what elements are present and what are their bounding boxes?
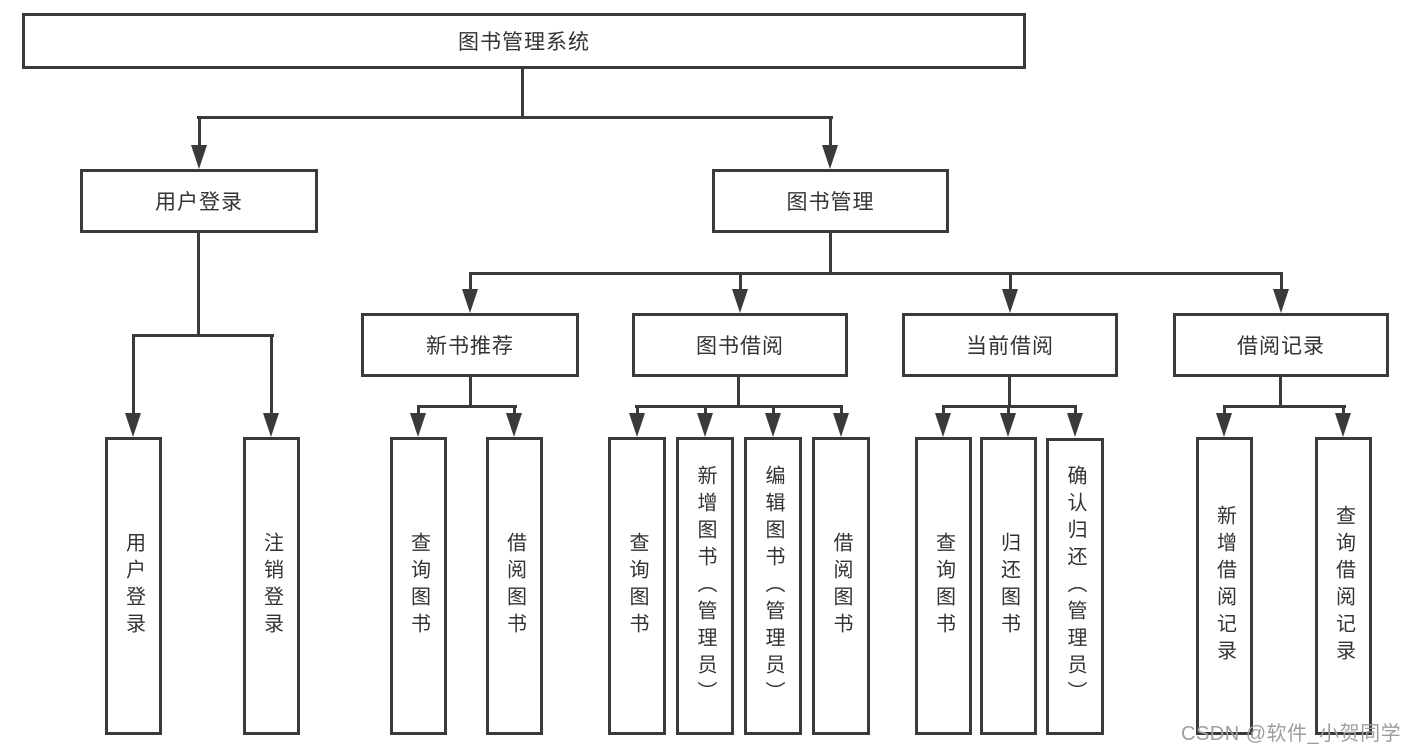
arrow-down-icon: [833, 413, 849, 437]
node-user-login-action: 用户登录: [105, 437, 162, 735]
arrow-down-icon: [935, 413, 951, 437]
node-new-book-recommend: 新书推荐: [361, 313, 579, 377]
node-label: 图书管理系统: [458, 31, 590, 54]
arrow-down-icon: [506, 413, 522, 437]
connector-user-login-stem: [197, 231, 200, 335]
node-borrow-books: 借阅图书: [486, 437, 543, 735]
connector-new-book-stem: [469, 376, 472, 408]
node-label: 确认归还（管理员）: [1064, 465, 1086, 708]
connector-root-stem: [521, 68, 524, 117]
node-book-management: 图书管理: [712, 169, 949, 233]
node-add-borrow-record: 新增借阅记录: [1196, 437, 1253, 735]
arrow-down-icon: [1273, 289, 1289, 313]
node-label: 用户登录: [155, 191, 243, 214]
node-query-books: 查询图书: [915, 437, 972, 735]
arrow-down-icon: [1002, 289, 1018, 313]
arrow-down-icon: [697, 413, 713, 437]
connector-to-book-mgmt: [829, 116, 832, 153]
node-label: 注销登录: [260, 532, 283, 640]
node-label: 查询图书: [407, 532, 430, 640]
arrow-down-icon: [822, 145, 838, 169]
node-label: 借阅图书: [503, 532, 526, 640]
connector-current-borrow-stem: [1008, 376, 1011, 408]
arrow-down-icon: [629, 413, 645, 437]
arrow-down-icon: [1216, 413, 1232, 437]
node-label: 归还图书: [997, 532, 1020, 640]
connector-book-borrow-bar: [635, 405, 843, 408]
watermark: CSDN @软件_小贺同学: [1181, 723, 1402, 745]
arrow-down-icon: [263, 413, 279, 437]
connector-to-login-leaf: [132, 334, 135, 421]
node-confirm-return-admin: 确认归还（管理员）: [1046, 438, 1104, 735]
arrow-down-icon: [732, 289, 748, 313]
node-borrow-books: 借阅图书: [812, 437, 870, 735]
node-label: 编辑图书（管理员）: [762, 464, 784, 708]
node-label: 图书管理: [786, 191, 875, 214]
node-query-books: 查询图书: [390, 437, 447, 735]
node-library-management-system: 图书管理系统: [22, 13, 1026, 69]
connector-user-login-bar: [132, 334, 274, 337]
node-edit-books-admin: 编辑图书（管理员）: [744, 437, 802, 735]
node-logout: 注销登录: [243, 437, 300, 735]
arrow-down-icon: [1067, 413, 1083, 437]
arrow-down-icon: [410, 413, 426, 437]
arrow-down-icon: [765, 413, 781, 437]
node-label: 当前借阅: [966, 335, 1054, 358]
node-query-borrow-record: 查询借阅记录: [1315, 437, 1372, 735]
node-return-books: 归还图书: [980, 437, 1037, 735]
node-label: 查询图书: [626, 532, 648, 640]
node-current-borrow: 当前借阅: [902, 313, 1118, 377]
node-borrow-records: 借阅记录: [1173, 313, 1389, 377]
connector-new-book-bar: [417, 405, 517, 408]
arrow-down-icon: [1335, 413, 1351, 437]
node-label: 新书推荐: [426, 335, 514, 358]
node-query-books: 查询图书: [608, 437, 666, 735]
connector-borrow-record-stem: [1279, 376, 1282, 408]
arrow-down-icon: [1000, 413, 1016, 437]
node-label: 图书借阅: [696, 335, 784, 358]
connector-to-user-login: [198, 116, 201, 153]
arrow-down-icon: [462, 289, 478, 313]
connector-borrow-record-bar: [1223, 405, 1346, 408]
arrow-down-icon: [191, 145, 207, 169]
connector-book-mgmt-stem: [829, 231, 832, 275]
connector-to-logout-leaf: [270, 334, 273, 421]
node-label: 查询借阅记录: [1332, 505, 1355, 667]
arrow-down-icon: [125, 413, 141, 437]
node-add-books-admin: 新增图书（管理员）: [676, 437, 734, 735]
connector-to-new-book-rec: [469, 272, 472, 295]
node-user-login: 用户登录: [80, 169, 318, 233]
node-book-borrow: 图书借阅: [632, 313, 848, 377]
node-label: 借阅图书: [830, 532, 852, 640]
connector-to-book-borrow: [739, 272, 742, 295]
node-label: 新增图书（管理员）: [694, 464, 716, 708]
node-label: 新增借阅记录: [1213, 505, 1236, 667]
node-label: 查询图书: [932, 532, 955, 640]
node-label: 用户登录: [122, 532, 145, 640]
connector-to-current-borrow: [1009, 272, 1012, 295]
connector-book-borrow-stem: [737, 376, 740, 408]
node-label: 借阅记录: [1237, 335, 1325, 358]
connector-to-borrow-record: [1280, 272, 1283, 295]
connector-book-mgmt-bar: [469, 272, 1283, 275]
connector-root-bar: [197, 116, 833, 119]
